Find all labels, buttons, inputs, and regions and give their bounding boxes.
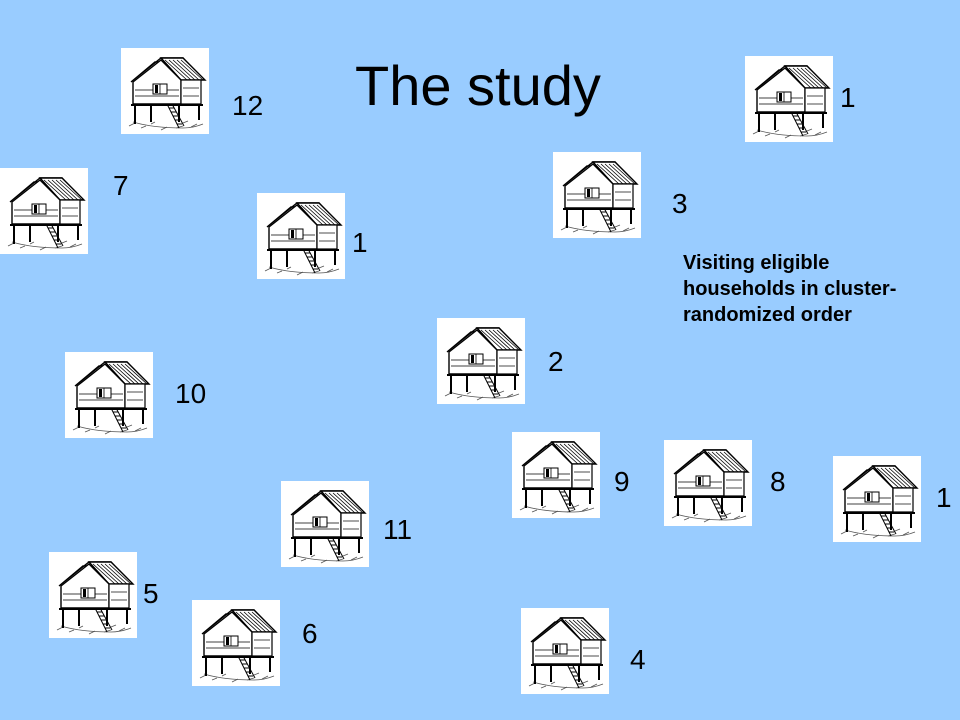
house-icon [121, 48, 209, 134]
house-order-label: 1 [840, 82, 856, 113]
house-icon [281, 481, 369, 567]
house-order-label: 7 [113, 170, 129, 201]
house-icon [0, 168, 88, 254]
house-order-label: 10 [175, 378, 207, 409]
house-order-label: 12 [232, 90, 264, 121]
house-order-label: 3 [672, 188, 688, 219]
house-icon [512, 432, 600, 518]
house-order-label: 4 [630, 644, 646, 675]
house-icon [745, 56, 833, 142]
house-icon [257, 193, 345, 279]
house-icon [664, 440, 752, 526]
house-icon [192, 600, 280, 686]
house-order-label: 8 [770, 466, 786, 497]
house-order-label: 11 [383, 514, 413, 545]
house-order-label: 9 [614, 466, 630, 497]
house-icon [437, 318, 525, 404]
house-order-label: 1 [352, 227, 368, 258]
house-order-label: 2 [548, 346, 564, 377]
house-icon [553, 152, 641, 238]
slide-title: The study [355, 54, 601, 117]
house-icon [833, 456, 921, 542]
house-order-label: 5 [143, 578, 159, 609]
house-icon [65, 352, 153, 438]
house-order-label: 1 [936, 482, 952, 513]
house-icon [49, 552, 137, 638]
house-order-label: 6 [302, 618, 318, 649]
study-note: Visiting eligible households in cluster-… [683, 252, 897, 326]
house-icon [521, 608, 609, 694]
